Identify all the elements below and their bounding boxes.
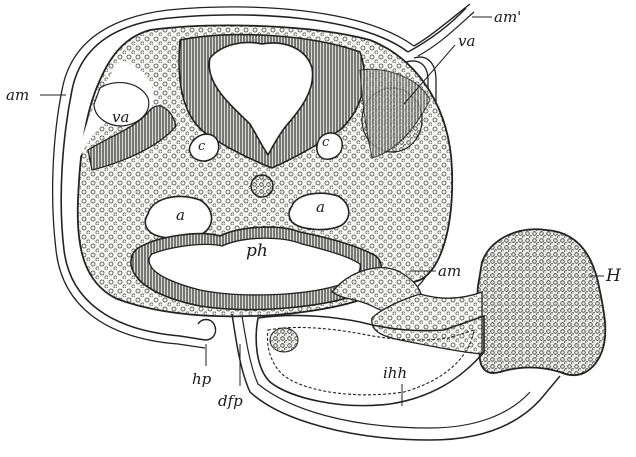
label-am-left: am: [6, 88, 29, 103]
label-am-prime: am': [494, 10, 521, 25]
head-mass: [477, 229, 605, 375]
label-c-right: c: [322, 136, 329, 149]
label-am-right: am: [438, 264, 461, 279]
ventral-folds: [198, 320, 216, 341]
notochord: [251, 175, 273, 197]
label-va-right: va: [458, 34, 475, 49]
label-ihh: ihh: [383, 366, 407, 381]
label-c-left: c: [198, 140, 205, 153]
label-a-right: a: [316, 200, 325, 215]
label-dfp: dfp: [218, 394, 243, 409]
label-hp: hp: [192, 372, 211, 387]
label-a-left: a: [176, 208, 185, 223]
label-ph: ph: [246, 243, 268, 260]
canal-c-right: [317, 133, 342, 159]
label-va-left: va: [112, 110, 129, 125]
gut-cell-cluster: [270, 328, 298, 352]
label-H: H: [606, 268, 621, 285]
